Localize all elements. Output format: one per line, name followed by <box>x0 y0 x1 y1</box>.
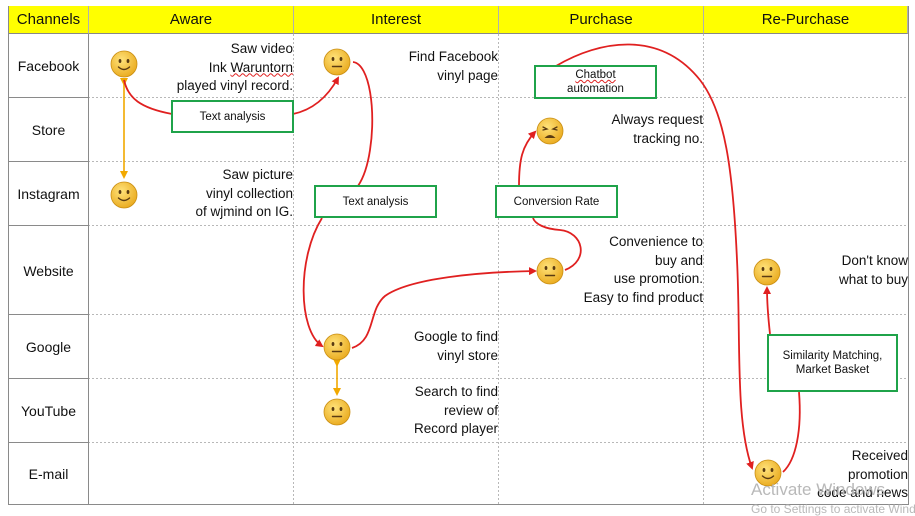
note-interest-google: Google to find vinyl store <box>414 328 498 365</box>
chatbot-line-2: automation <box>567 83 624 95</box>
note-line: promotion <box>847 466 908 482</box>
flow-aware-to-interest <box>123 78 338 115</box>
flow-purchase-to-email <box>555 43 754 470</box>
flow-interest-to-google <box>302 217 324 348</box>
note-interest-youtube: Search to find review of Record player <box>414 383 498 439</box>
row-label-google: Google <box>25 339 72 355</box>
note-line: Always request <box>611 112 703 127</box>
note-line: Easy to find product <box>583 289 703 305</box>
note-line: buy and <box>654 252 703 268</box>
note-interest-facebook: Find Facebook vinyl page <box>409 48 498 85</box>
smiling-face-icon <box>110 181 138 209</box>
chatbot-automation-box: Chatbot automation <box>534 65 657 99</box>
note-line: Ink Waruntorn <box>208 59 293 75</box>
row-label-facebook: Facebook <box>17 58 80 74</box>
note-aware-instagram: Saw picture vinyl collection of wjmind o… <box>195 166 293 222</box>
neutral-face-icon <box>323 333 351 361</box>
row-label-youtube: YouTube <box>20 403 76 419</box>
row-label-website: Website <box>23 262 74 279</box>
activate-windows-watermark: Activate Windows <box>751 480 886 499</box>
note-line: vinyl store <box>437 347 498 363</box>
neutral-face-icon <box>323 48 351 76</box>
similarity-market-basket-box: Similarity Matching, Market Basket <box>767 334 898 392</box>
note-purchase-store: Always request tracking no. <box>611 111 703 148</box>
flow-similarity-to-website <box>763 286 772 335</box>
header-interest: Interest <box>294 6 499 34</box>
note-line: played vinyl record. <box>176 78 293 93</box>
note-name-waruntorn: Waruntorn <box>230 59 293 75</box>
smiling-face-icon <box>754 459 782 487</box>
note-line: code and news <box>817 485 908 500</box>
note-line: review of <box>443 402 498 418</box>
note-line: Convenience to <box>609 234 703 249</box>
weary-face-icon <box>536 117 564 145</box>
note-line: vinyl page <box>437 67 498 83</box>
note-line: of wjmind on IG. <box>195 204 293 219</box>
row-label-store: Store <box>31 122 66 138</box>
neutral-face-icon <box>753 258 781 286</box>
similarity-line-1: Similarity Matching, <box>782 350 883 362</box>
header-aware: Aware <box>89 6 294 34</box>
row-label-email: E-mail <box>28 466 69 482</box>
text-analysis-box-aware: Text analysis <box>171 100 294 133</box>
text-analysis-box-interest: Text analysis <box>314 185 437 218</box>
flow-email-to-similarity <box>782 391 801 473</box>
note-repurchase-email: Received promotion code and news <box>817 447 908 503</box>
note-line: Search to find <box>414 384 498 399</box>
note-line: Find Facebook <box>408 49 498 64</box>
header-channels: Channels <box>9 6 89 34</box>
flow-website-to-conversion <box>532 217 582 271</box>
note-line: what to buy <box>838 271 908 287</box>
flow-conversion-to-store <box>518 130 537 187</box>
note-line: Record player <box>413 421 498 436</box>
chatbot-line-1: Chatbot <box>575 69 616 81</box>
smiling-face-icon <box>110 50 138 78</box>
similarity-line-2: Market Basket <box>795 364 870 376</box>
note-line: tracking no. <box>633 130 703 146</box>
note-line: vinyl collection <box>205 185 293 201</box>
note-aware-facebook: Saw video Ink Waruntorn played vinyl rec… <box>177 40 293 96</box>
neutral-face-icon <box>536 257 564 285</box>
note-line: use promotion. <box>613 271 703 286</box>
header-repurchase: Re-Purchase <box>704 6 908 34</box>
neutral-face-icon <box>323 398 351 426</box>
note-line: Received <box>851 448 908 463</box>
note-purchase-website: Convenience to buy and use promotion. Ea… <box>584 233 703 307</box>
note-repurchase-website: Don't know what to buy <box>839 252 908 289</box>
note-line: Google to find <box>413 329 498 344</box>
flow-google-to-website <box>351 267 537 349</box>
header-purchase: Purchase <box>499 6 704 34</box>
flow-interest-facebook-to-textbox <box>352 61 374 187</box>
note-line: Saw picture <box>222 167 293 182</box>
note-line: Don't know <box>841 253 908 268</box>
conversion-rate-box: Conversion Rate <box>495 185 618 218</box>
row-label-instagram: Instagram <box>17 186 80 202</box>
activate-windows-subtext: Go to Settings to activate Windows. <box>751 502 915 516</box>
note-line: Saw video <box>230 41 293 56</box>
